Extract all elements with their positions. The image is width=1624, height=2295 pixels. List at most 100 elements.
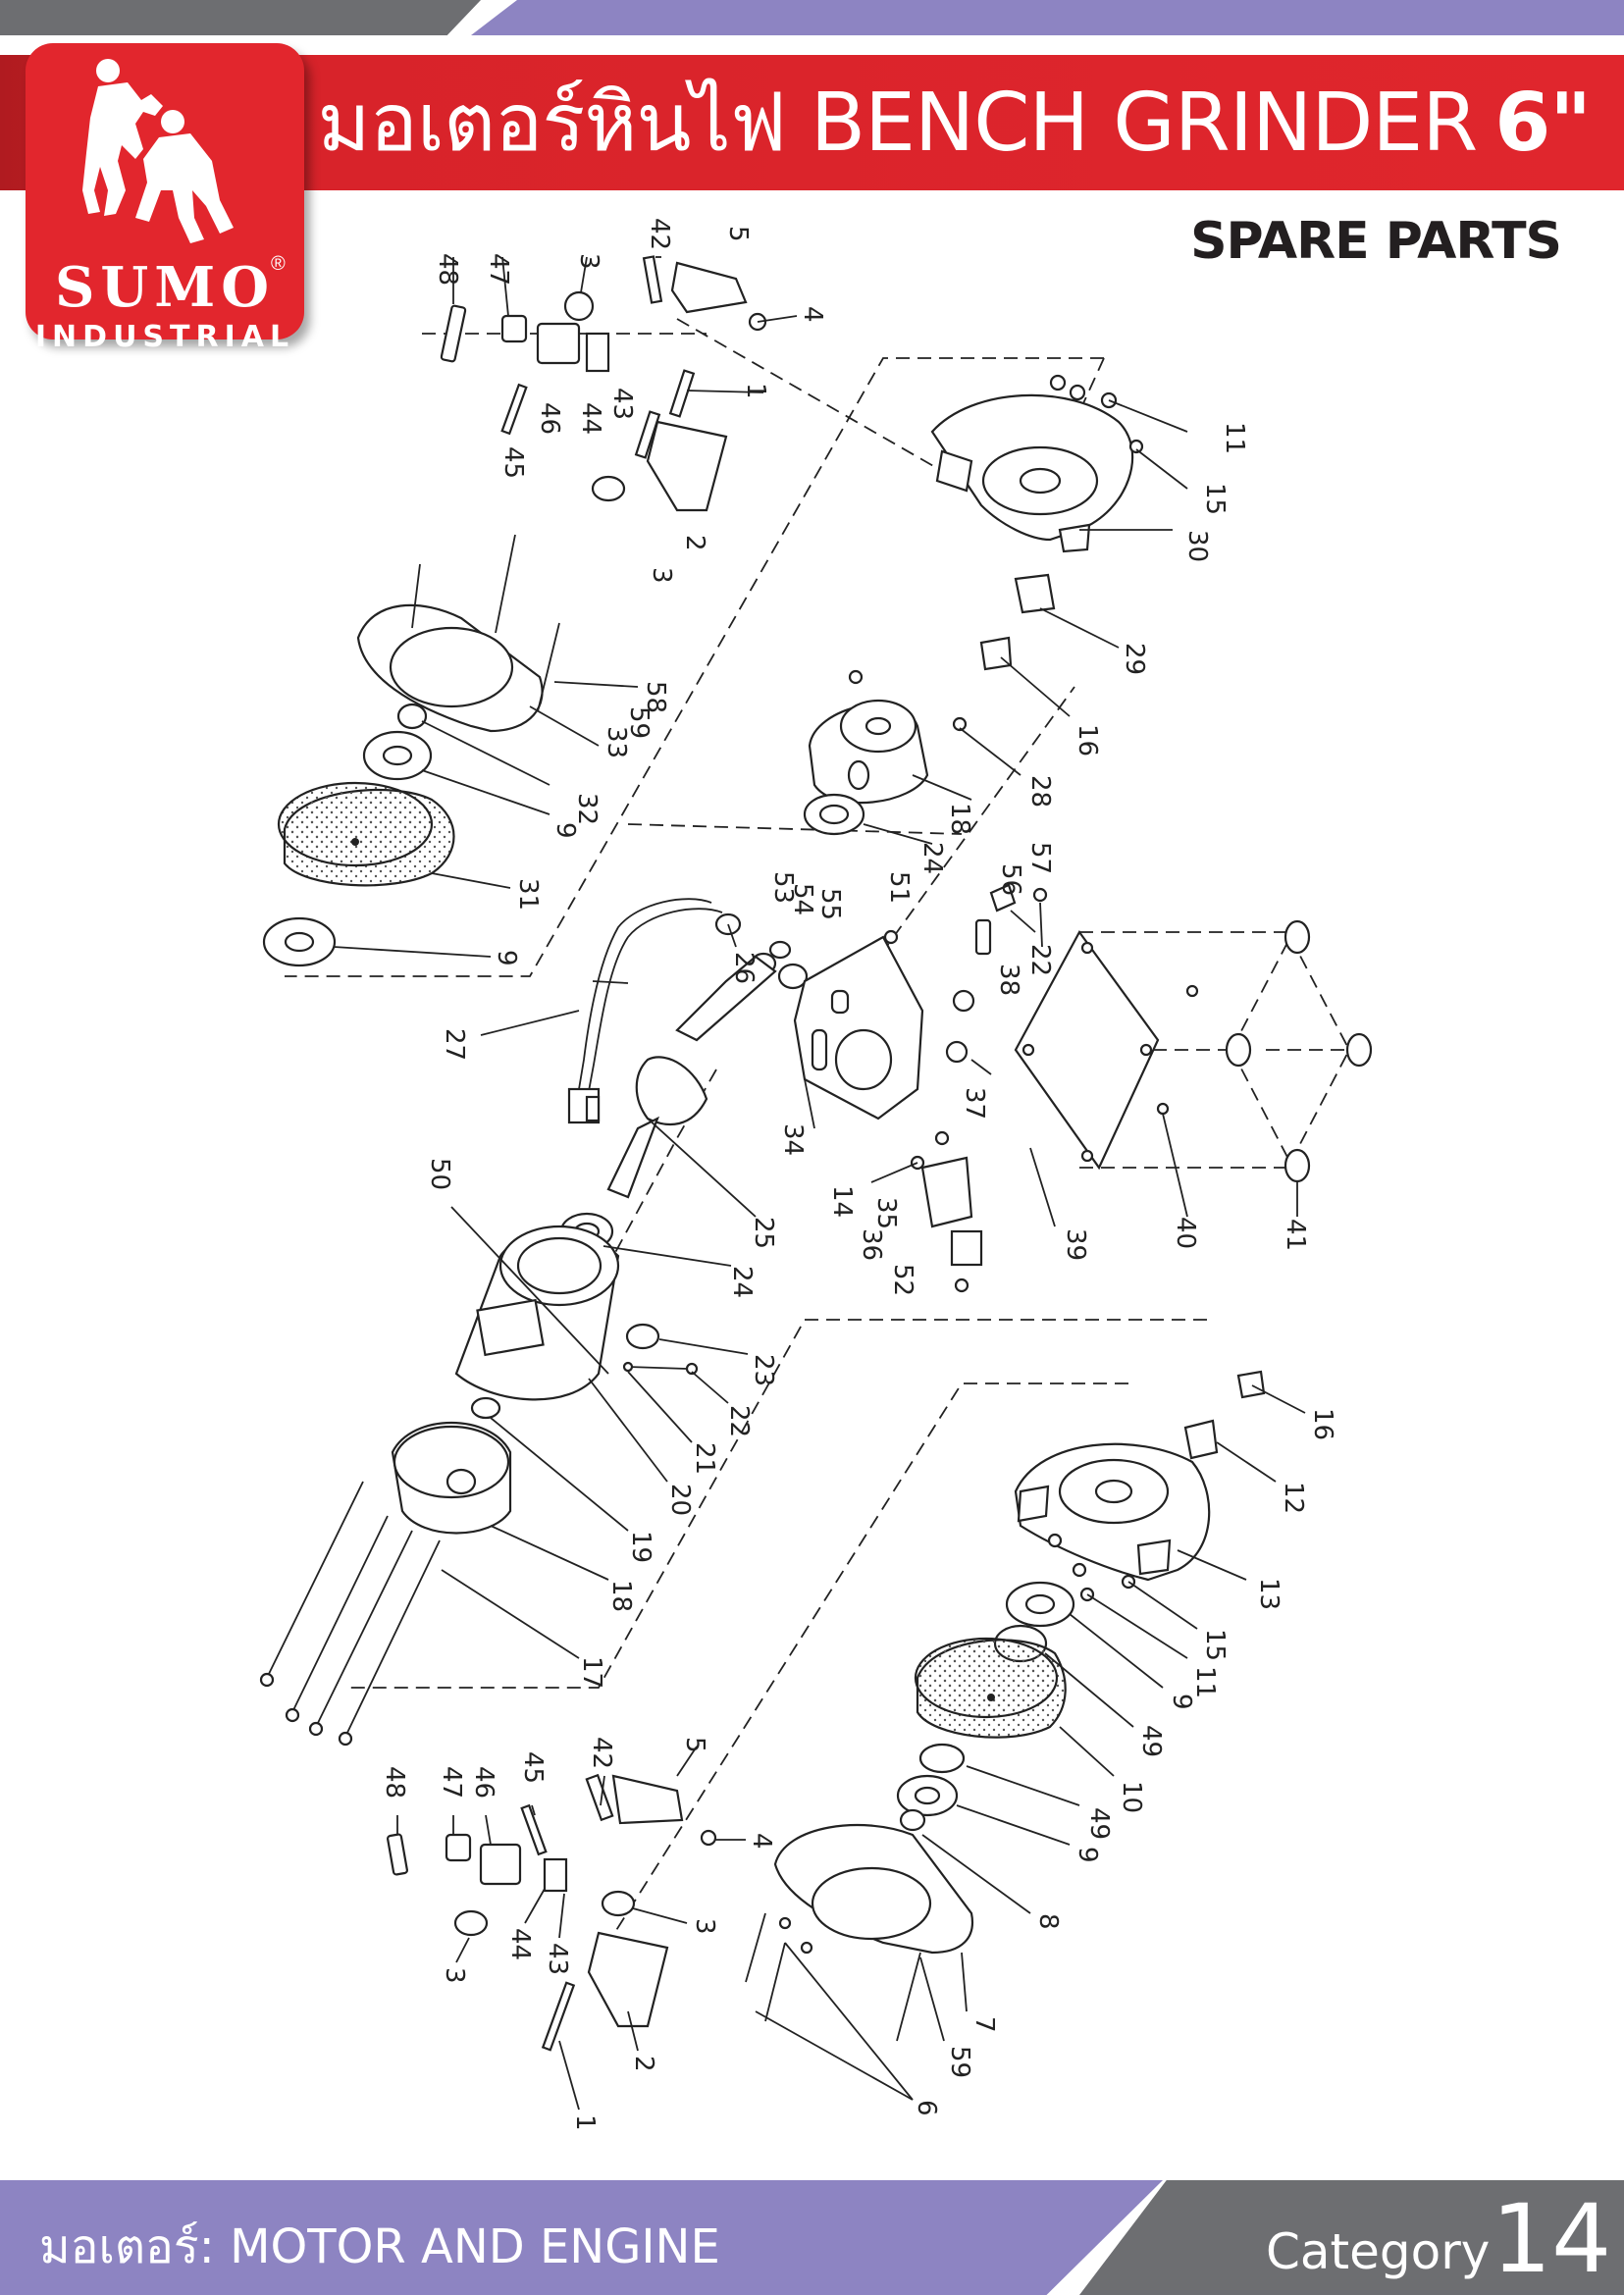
- part-label: 43: [607, 388, 637, 420]
- part-label: 56: [996, 863, 1025, 896]
- bottom-right-wheel-guard: [1014, 1442, 1211, 1582]
- section-title: SPARE PARTS: [1190, 212, 1562, 271]
- leader-lines: [333, 256, 1306, 2111]
- part-label: 53: [768, 871, 798, 904]
- part-label: 20: [665, 1484, 695, 1516]
- part-label: 32: [572, 793, 602, 825]
- top-decor-strip: [0, 0, 1624, 35]
- top-strip-violet: [471, 0, 1624, 35]
- sumo-wrestlers-icon: [82, 59, 234, 243]
- part-label: 4: [798, 306, 827, 323]
- part-label: 22: [724, 1405, 754, 1437]
- part-label: 12: [1279, 1482, 1308, 1514]
- registered-mark: ®: [271, 253, 286, 275]
- page-title-text: มอเตอร์หินไฟ BENCH GRINDER: [317, 77, 1479, 170]
- footer-category-number: 14: [1492, 2184, 1612, 2294]
- rubber-feet: [1225, 919, 1373, 1183]
- left-grinding-wheel: [277, 781, 455, 887]
- part-label: 15: [1200, 483, 1230, 515]
- page-title-size: 6": [1494, 77, 1592, 170]
- part-label: 28: [1025, 775, 1055, 808]
- part-label: 1: [741, 383, 770, 399]
- part-label: 9: [492, 950, 521, 966]
- part-label: 57: [1025, 842, 1055, 874]
- part-label: 18: [945, 803, 974, 835]
- part-label: 43: [543, 1943, 572, 1975]
- motor-stator-housing: [454, 1225, 620, 1401]
- part-label: 6: [912, 2100, 941, 2116]
- part-label: 23: [749, 1354, 778, 1386]
- part-label: 35: [871, 1197, 901, 1229]
- part-label: 21: [690, 1442, 719, 1475]
- part-label: 40: [1171, 1217, 1200, 1249]
- bottom-left-wheel-guard: [773, 1823, 974, 1955]
- part-label: 9: [1167, 1694, 1196, 1710]
- part-label: 52: [888, 1264, 917, 1296]
- footer-band-gray: [1079, 2180, 1624, 2295]
- part-label: 18: [606, 1580, 636, 1612]
- part-label: 48: [380, 1766, 409, 1799]
- part-label: 2: [680, 535, 709, 551]
- part-label: 5: [680, 1737, 709, 1753]
- part-label: 13: [1254, 1578, 1283, 1610]
- part-label: 45: [518, 1751, 548, 1784]
- footer-category-label: Category: [1266, 2223, 1491, 2280]
- footer-band-violet: [0, 2180, 1163, 2295]
- part-label: 14: [827, 1185, 857, 1218]
- left-wheel-guard: [356, 534, 560, 733]
- part-label: 11: [1220, 422, 1249, 454]
- part-label: 22: [1025, 944, 1055, 976]
- part-label: 46: [535, 402, 564, 435]
- part-label: 3: [647, 567, 676, 584]
- part-label: 55: [815, 888, 845, 920]
- part-label: 24: [917, 842, 947, 874]
- part-label: 8: [1033, 1913, 1063, 1930]
- part-label: 9: [1073, 1847, 1102, 1863]
- part-label: 33: [602, 726, 631, 758]
- part-number-labels: 48 47 3 42 5 4 1 45 46 44 43 3 2 11 15 3…: [380, 218, 1337, 2131]
- part-label: 38: [994, 964, 1023, 996]
- base-bracket: [793, 935, 924, 1121]
- part-label: 11: [1190, 1666, 1220, 1698]
- footer-band: [0, 2180, 1624, 2295]
- through-bolts: [259, 1481, 441, 1747]
- part-label: 50: [425, 1158, 454, 1190]
- part-label: 34: [778, 1123, 808, 1156]
- part-label: 36: [857, 1228, 886, 1261]
- power-cord: [567, 898, 723, 1124]
- part-label: 26: [729, 952, 759, 984]
- part-label: 4: [747, 1833, 776, 1850]
- part-label: 19: [626, 1531, 655, 1563]
- part-label: 27: [440, 1028, 469, 1061]
- part-label: 47: [437, 1766, 466, 1799]
- part-label: 44: [505, 1928, 535, 1960]
- brand-subtitle: INDUSTRIAL: [34, 320, 295, 354]
- part-label: 29: [1120, 643, 1149, 675]
- part-label: 31: [513, 878, 543, 911]
- part-label: 10: [1117, 1781, 1146, 1813]
- part-label: 25: [749, 1217, 778, 1249]
- part-label: 49: [1136, 1725, 1166, 1757]
- brand-name: SUMO: [54, 255, 276, 320]
- part-label: 58: [641, 681, 670, 713]
- part-label: 5: [723, 226, 753, 242]
- motor-end-cap-bottom: [391, 1421, 512, 1535]
- part-label: 1: [570, 2114, 600, 2131]
- part-label: 46: [469, 1766, 498, 1799]
- part-label: 48: [433, 253, 462, 286]
- footer-category-name: มอเตอร์: MOTOR AND ENGINE: [39, 2219, 720, 2274]
- part-label: 39: [1061, 1228, 1090, 1261]
- part-label: 16: [1073, 724, 1102, 756]
- part-label: 16: [1308, 1408, 1337, 1440]
- top-switch-assembly: [440, 255, 767, 512]
- part-label: 30: [1182, 530, 1212, 562]
- exploded-parts-diagram: 48 47 3 42 5 4 1 45 46 44 43 3 2 11 15 3…: [259, 218, 1373, 2131]
- part-label: 3: [574, 253, 603, 270]
- part-label: 59: [624, 706, 654, 739]
- part-label: 15: [1200, 1629, 1230, 1661]
- part-label: 42: [587, 1737, 616, 1769]
- part-label: 2: [629, 2056, 658, 2072]
- top-right-wheel-guard: [930, 374, 1144, 553]
- part-label: 51: [884, 871, 914, 904]
- top-strip-gray: [0, 0, 481, 35]
